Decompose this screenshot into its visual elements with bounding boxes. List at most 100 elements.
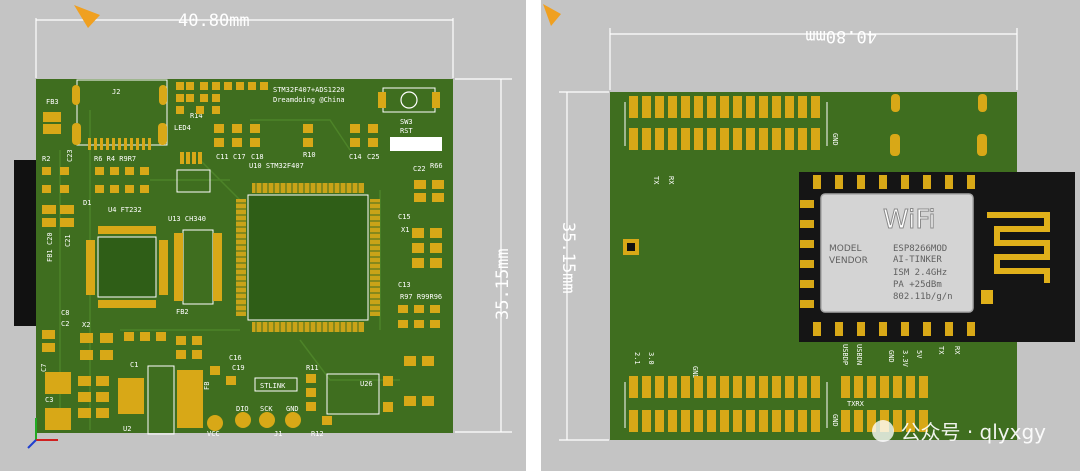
label-sck: SCK <box>260 405 273 413</box>
label-pin-30: 3.0 <box>647 352 655 365</box>
label-gnd-bottom: GND <box>691 366 699 379</box>
module-ism: ISM 2.4GHz <box>893 268 947 278</box>
label-u26: U26 <box>360 380 373 388</box>
module-pa: PA +25dBm <box>893 280 942 290</box>
label-gnd-top: GND <box>831 133 839 146</box>
right-height-label: 35.15mm <box>558 222 578 294</box>
label-c16: C16 <box>229 354 242 362</box>
label-j2: J2 <box>112 88 120 96</box>
label-c2: C2 <box>61 320 69 328</box>
label-c25: C25 <box>367 153 380 161</box>
silk-block <box>390 137 442 151</box>
module-name: ESP8266MOD <box>893 244 947 254</box>
label-d1: D1 <box>83 199 91 207</box>
label-c21: C21 <box>64 234 72 247</box>
right-board-svg: 40.80mm 35.15mm GND TX RX <box>543 4 1075 441</box>
label-r10: R10 <box>303 151 316 159</box>
right-height-dimension <box>559 91 609 441</box>
label-c7: C7 <box>40 364 48 372</box>
label-x1: X1 <box>401 226 409 234</box>
top-header-outline <box>624 102 828 146</box>
sw3-button <box>378 87 440 113</box>
label-usbdn: USBDN <box>855 344 863 365</box>
orange-origin-marker-icon <box>543 4 561 26</box>
label-r12: R12 <box>311 430 324 438</box>
label-x2: X2 <box>82 321 90 329</box>
label-rx-pin: RX <box>953 346 961 355</box>
label-dio: DIO <box>236 405 249 413</box>
label-fb3: FB3 <box>46 98 59 106</box>
top-header-pads <box>629 96 820 150</box>
label-r97r99r96: R97 R99R96 <box>400 293 442 301</box>
bottom-header-pads <box>629 376 928 432</box>
wechat-icon <box>872 419 895 442</box>
label-j1: J1 <box>274 430 282 438</box>
usb-connector <box>14 160 38 326</box>
label-c8: C8 <box>61 309 69 317</box>
label-gnd: GND <box>286 405 299 413</box>
label-tx-pin: TX <box>937 346 945 355</box>
label-rst: RST <box>400 127 413 135</box>
label-c13: C13 <box>398 281 411 289</box>
wifi-logo-icon: WiFi <box>883 205 936 235</box>
label-u2: U2 <box>123 425 131 433</box>
label-pin-21: 2.1 <box>633 352 641 365</box>
label-tx: TX <box>652 176 660 185</box>
module-vendor-label: VENDOR <box>829 256 868 266</box>
label-txrx: TXRX <box>847 400 865 408</box>
label-r66: R66 <box>430 162 443 170</box>
label-3v3: 3.3V <box>901 350 909 368</box>
left-width-label: 40.80mm <box>178 11 250 31</box>
u4-ft232-chip <box>86 226 168 308</box>
label-c18: C18 <box>251 153 264 161</box>
u26-chip <box>326 373 393 415</box>
label-c20: C20 <box>46 232 54 245</box>
bottom-header-outline <box>624 382 828 428</box>
smd-pads <box>42 82 444 430</box>
left-height-dimension <box>455 78 512 433</box>
label-5v: 5V <box>915 350 923 359</box>
u13-ch340-chip <box>174 229 222 305</box>
label-r11: R11 <box>306 364 319 372</box>
right-board-view: 40.80mm 35.15mm GND TX RX <box>541 0 1080 471</box>
label-c15: C15 <box>398 213 411 221</box>
label-stlink: STLINK <box>260 382 286 390</box>
label-vcc: VCC <box>207 430 220 438</box>
module-model-label: MODEL <box>829 244 861 254</box>
small-ic <box>176 169 211 193</box>
label-u13: U13 CH340 <box>168 215 206 223</box>
left-board-svg: 40.80mm 35.15mm <box>14 5 513 449</box>
test-points <box>207 412 301 431</box>
esp8266-module <box>799 172 1075 342</box>
label-r2: R2 <box>42 155 50 163</box>
board-title-line2: Dreamdoing @China <box>273 96 345 104</box>
stlink-box <box>254 377 298 392</box>
watermark: 公众号 · qlyxgy <box>872 416 1046 445</box>
label-fb1: FB1 <box>46 249 54 262</box>
label-c22: C22 <box>413 165 426 173</box>
label-c14: C14 <box>349 153 362 161</box>
j2-connector <box>72 79 168 150</box>
label-sw3: SW3 <box>400 118 413 126</box>
board-title-line1: STM32F407+ADS1220 <box>273 86 345 94</box>
left-width-dimension <box>35 18 454 78</box>
label-c11: C11 <box>216 153 229 161</box>
usb-mount-pads <box>890 94 987 156</box>
label-fb: FB <box>203 382 211 390</box>
module-standard: 802.11b/g/n <box>893 292 953 302</box>
right-width-label: 40.80mm <box>805 26 877 46</box>
left-board-view: 40.80mm 35.15mm <box>0 0 526 471</box>
label-u4: U4 FT232 <box>108 206 142 214</box>
label-c1: C1 <box>130 361 138 369</box>
label-r6r4r9r7: R6 R4 R9R7 <box>94 155 136 163</box>
orange-origin-marker-icon <box>74 5 100 28</box>
label-gnd-corner: GND <box>831 414 839 427</box>
label-led4: LED4 <box>174 124 191 132</box>
module-maker: AI-TINKER <box>893 255 942 265</box>
u2-regulator <box>118 365 203 435</box>
label-rx: RX <box>667 176 675 185</box>
label-c17: C17 <box>233 153 246 161</box>
label-r14: R14 <box>190 112 203 120</box>
label-gnd-pin: GND <box>887 350 895 363</box>
label-c19: C19 <box>232 364 245 372</box>
